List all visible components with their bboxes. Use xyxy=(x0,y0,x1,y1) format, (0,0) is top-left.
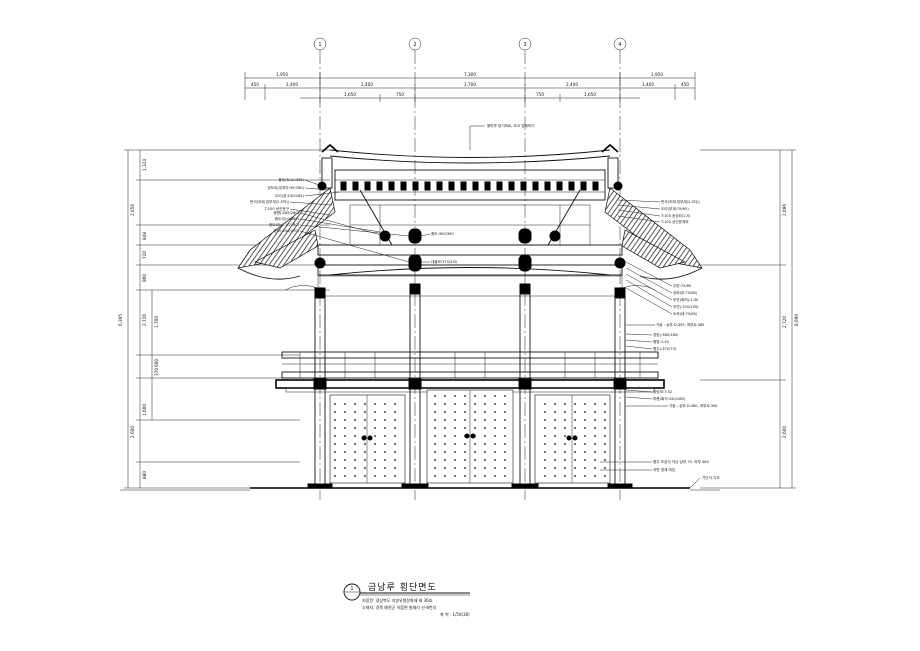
dim-row2-2: 1,400 xyxy=(286,82,298,87)
rafter-blocks xyxy=(340,181,599,191)
grid-marker-3: 3 xyxy=(523,42,526,48)
label-left-2: 장도리(장치라:95/280) xyxy=(268,185,305,190)
label-right-7: 부연(회려):1:30 xyxy=(673,297,699,302)
label-left-6: 종량(:285/280) xyxy=(273,210,299,215)
top-dimensions: 1,950 7,300 1,950 450 1,400 2,400 2,700 … xyxy=(244,72,696,102)
label-center-1: 종도:300/390 xyxy=(431,232,454,236)
dim-left-10: 2,600 xyxy=(130,426,135,438)
label-right-13: 평주(:370/70) xyxy=(653,346,677,351)
label-right-4: T:100 상인문계외 xyxy=(660,219,689,224)
purlin-sections xyxy=(314,181,626,299)
label-right-9: 소혀(대:75/85) xyxy=(673,311,698,316)
right-labels: 판석(조례 장부계(2.5차)) 도리(부재:75/65) T:100 공성리(… xyxy=(600,199,720,489)
dim-left-4: 720 xyxy=(142,251,147,259)
roof xyxy=(237,143,703,297)
label-right-5: 주련:75/85 xyxy=(673,283,691,288)
label-right-12: 평방:1:45 xyxy=(653,339,669,344)
dim-left-12: 880 xyxy=(142,471,147,479)
label-right-11: 창방(:380/180) xyxy=(653,332,679,337)
dim-right-2: 2,720 xyxy=(782,316,787,328)
left-dimensions: 1,324 2,056 848 720 900 1,700 2,720 600 … xyxy=(118,149,330,489)
dim-right-4: 2,600 xyxy=(782,426,787,438)
dim-row2-3: 2,400 xyxy=(361,82,373,87)
label-right-6: 장혀(부:75/80) xyxy=(673,290,698,295)
label-right-19: 기단석 기초 xyxy=(702,475,720,480)
dim-left-13: 6,395 xyxy=(118,314,123,326)
dim-row2-4: 2,700 xyxy=(464,82,476,87)
title-number: 1 xyxy=(350,586,353,592)
dim-row2-5: 2,400 xyxy=(566,82,578,87)
note-1: 지정문: 경상북도 지방유형문화재 제 36호 xyxy=(362,597,433,603)
grid-marker-4: 4 xyxy=(618,42,621,48)
label-right-17: 평주 초공석 자산:상부 70, 하부 480 xyxy=(653,459,710,464)
dim-row2-7: 450 xyxy=(681,82,689,87)
dim-left-2: 2,056 xyxy=(130,204,135,216)
note-2: 소재지: 경북 예천군 하읍면 발태리 산-8번지 xyxy=(362,604,437,610)
dim-row3-2: 750 xyxy=(396,92,404,97)
dim-left-5: 900 xyxy=(142,274,147,282)
doors xyxy=(329,389,611,484)
dim-row3-1: 1,650 xyxy=(344,92,356,97)
grid-marker-1: 1 xyxy=(318,42,321,48)
label-right-10: 기둥 : 상부 D:355, 하부D:385 xyxy=(656,322,704,327)
label-right-2: 도리(부재:75/65) xyxy=(661,206,689,211)
floor-and-railing xyxy=(275,351,665,393)
dim-top-1: 1,950 xyxy=(276,72,288,77)
right-dimensions: 2,096 2,720 8,690 2,600 xyxy=(700,149,799,489)
left-labels: 용두(도:2/:395) 장도리(장치라:95/280) 도리(장:150/18… xyxy=(250,178,410,263)
dim-left-6: 1,700 xyxy=(154,316,159,328)
grid-marker-2: 2 xyxy=(413,42,416,48)
label-left-7: 종도리(:0:380) xyxy=(275,216,300,221)
dim-left-3: 848 xyxy=(142,232,147,240)
title-block: 1 금낭루 횡단면도 지정문: 경상북도 지방유형문화재 제 36호 소재지: … xyxy=(343,581,470,617)
label-left-3: 도리(장:150/185) xyxy=(275,193,304,198)
dim-left-9: 370 xyxy=(154,368,159,376)
scale: 축 척 : 1/50(30) xyxy=(440,611,470,617)
dim-top-3: 1,950 xyxy=(651,72,663,77)
label-right-1: 판석(조례 장부계(2.5차)) xyxy=(661,199,701,204)
dim-right-1: 2,096 xyxy=(782,204,787,216)
label-right-8: 부연(:105/105) xyxy=(673,304,699,309)
dim-row3-4: 1,650 xyxy=(584,92,596,97)
label-left-4: 판석(조례 장부계(2.5차)) xyxy=(250,199,290,204)
dim-left-1: 1,324 xyxy=(142,159,147,171)
dim-top-2: 7,300 xyxy=(464,72,476,77)
roof-note: 용마루 양기와로, 모고 방제하기 xyxy=(487,123,535,128)
dim-row2-1: 450 xyxy=(251,82,259,87)
dim-left-8: 600 xyxy=(154,359,159,367)
label-right-15: 머름(회지:150/180) xyxy=(653,396,686,401)
dim-row3-3: 750 xyxy=(536,92,544,97)
label-right-3: T:100 공성리(2.5) xyxy=(660,213,691,218)
label-left-8: 중도리(:0:10/180) xyxy=(269,222,300,227)
dim-row2-6: 1,400 xyxy=(642,82,654,87)
label-left-1: 용두(도:2/:395) xyxy=(278,178,304,182)
drawing-title: 금낭루 횡단면도 xyxy=(368,581,437,593)
label-right-14: 창방보:7:52 xyxy=(653,389,672,394)
dim-right-3: 8,690 xyxy=(794,314,799,326)
label-center-2: 대들보:370/435 xyxy=(431,259,457,264)
label-right-16: 기둥 : 상부 D:380, 하부D:350 xyxy=(669,403,718,408)
dim-left-7: 2,720 xyxy=(142,314,147,326)
dim-left-11: 1,600 xyxy=(142,404,147,416)
label-left-9: 중보(:250/270) xyxy=(273,229,299,233)
ground xyxy=(120,483,720,491)
label-right-18: 지면 경계 마감 xyxy=(653,467,676,472)
grid-markers: 1 2 3 4 xyxy=(313,37,627,51)
label-left-5: T:100 상인문구 xyxy=(264,206,290,211)
center-labels: 종도:300/390 대들보:370/435 xyxy=(420,232,457,264)
